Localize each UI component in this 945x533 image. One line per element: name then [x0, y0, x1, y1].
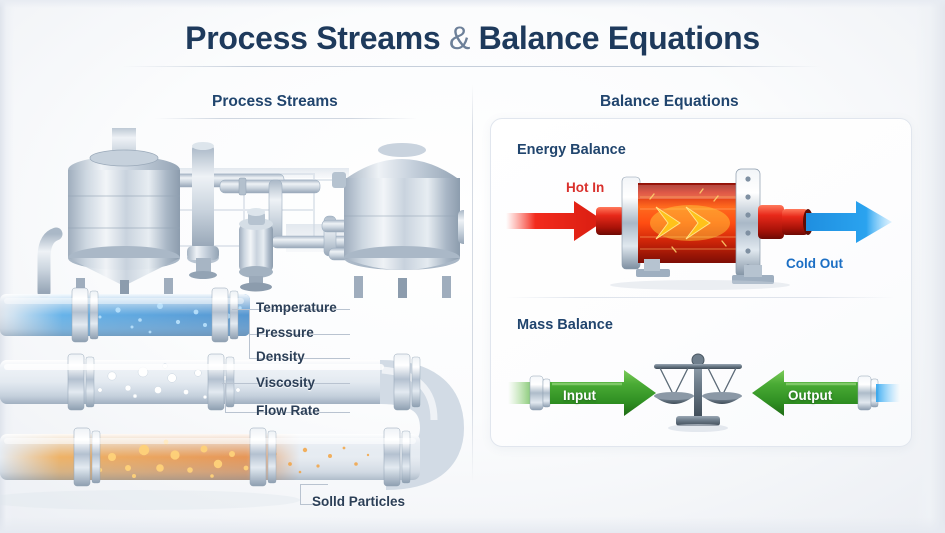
pump-vessel [239, 208, 273, 292]
hot-inlet-arrow [506, 201, 604, 241]
frame-edge-top [0, 0, 945, 8]
storage-tank-right [332, 143, 472, 298]
heat-exchanger-illustration [500, 163, 900, 291]
pipe-slurry [0, 427, 420, 487]
page-title-ampersand: & [448, 20, 471, 56]
mass-output-arrow [752, 370, 858, 416]
stream-property-label-viscosity: Viscosity [256, 375, 316, 390]
pipe-liquid [0, 287, 250, 343]
page-title: Process Streams & Balance Equations [0, 20, 945, 57]
mass-balance-output-label: Output [788, 388, 833, 403]
heat-exchanger-shell [621, 168, 813, 284]
mass-input-arrow [550, 370, 656, 416]
panel-divider [472, 84, 473, 484]
process-stream-pipes [0, 272, 470, 527]
section-heading-balance-equations: Balance Equations [600, 93, 739, 110]
callout-leader-particles-bottom [300, 504, 328, 505]
storage-tank-left [37, 124, 180, 300]
stream-property-label-flow-rate: Flow Rate [256, 403, 320, 418]
callout-leader-density [249, 358, 350, 359]
stream-property-label-temperature: Temperature [256, 300, 337, 315]
page-title-part2: Balance Equations [470, 20, 761, 56]
industrial-plant-illustration [24, 124, 472, 300]
section-heading-process-streams: Process Streams [212, 93, 338, 110]
balance-scale-icon [654, 353, 742, 432]
callout-bracket-particles [300, 484, 301, 504]
callout-bracket-lower [225, 383, 226, 412]
mass-balance-input-label: Input [563, 388, 596, 403]
callout-leader-temperature [232, 309, 350, 310]
title-divider [122, 66, 822, 67]
subsection-heading-mass-balance: Mass Balance [517, 317, 613, 333]
balance-card-divider [506, 297, 894, 298]
distillation-column [187, 142, 219, 279]
callout-leader-flowrate [225, 412, 350, 413]
section-heading-rule-left [155, 118, 417, 119]
callout-leader-pressure [249, 334, 350, 335]
mass-balance-illustration [508, 340, 900, 440]
frame-edge-right [915, 0, 945, 533]
heat-exchanger-outlet-label: Cold Out [786, 256, 843, 271]
callout-leader-particles-top [300, 484, 328, 485]
subsection-heading-energy-balance: Energy Balance [517, 142, 626, 158]
heat-exchanger-inlet-label: Hot In [566, 180, 605, 195]
stream-property-label-pressure: Pressure [256, 325, 314, 340]
cold-outlet-arrow [806, 201, 892, 243]
stream-property-label-density: Density [256, 349, 305, 364]
page-title-part1: Process Streams [185, 20, 449, 56]
callout-bracket-upper [249, 309, 250, 359]
callout-leader-viscosity [222, 383, 350, 384]
stream-property-label-solid-particles: Solld Particles [312, 494, 406, 509]
